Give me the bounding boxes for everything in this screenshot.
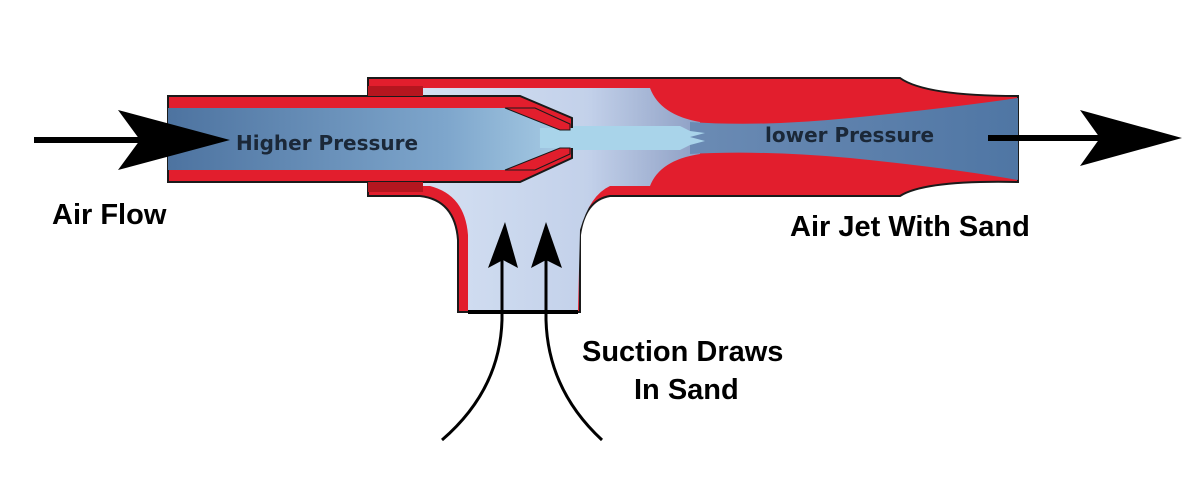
air-jet-label: Air Jet With Sand [790, 211, 1030, 243]
higher-pressure-label: Higher Pressure [236, 131, 418, 155]
collar-bottom [368, 182, 423, 192]
inlet-tube-air [168, 108, 566, 170]
lower-pressure-label: lower Pressure [765, 123, 934, 147]
suction-arrow-right [531, 222, 604, 442]
suction-label-line2: In Sand [634, 374, 739, 406]
nozzle-lip-top [504, 107, 571, 131]
collar-top [368, 86, 423, 96]
air-flow-label: Air Flow [52, 199, 167, 231]
outlet-venturi [690, 98, 1018, 180]
nozzle-lip-bottom [504, 147, 571, 171]
suction-label-line1: Suction Draws [582, 336, 783, 368]
air-jet-output-arrow [988, 110, 1182, 166]
nozzle-gap [540, 128, 575, 148]
suction-arrow-left [441, 222, 518, 442]
air-flow-arrow [34, 110, 230, 170]
air-jet-stream [572, 126, 705, 150]
